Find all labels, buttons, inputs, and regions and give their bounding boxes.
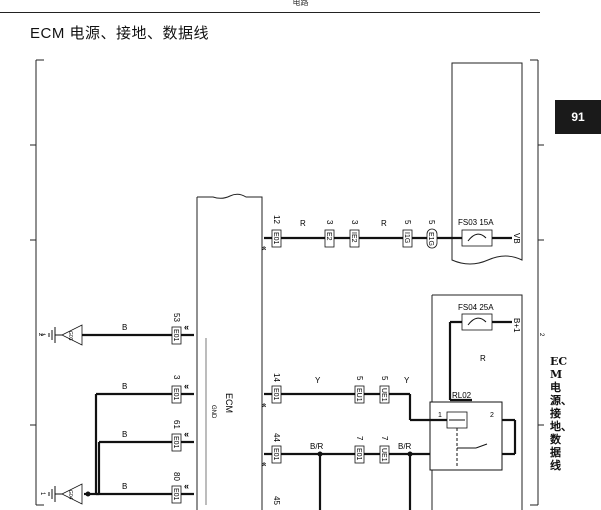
edge-tick-label: 2: [37, 333, 43, 337]
connector-label: E01: [272, 388, 279, 401]
ground-row-80: « E01 80 B: [96, 472, 194, 504]
wire-label: R: [480, 354, 486, 363]
edge-tick-label: 1: [39, 492, 45, 496]
connector-label: UE1: [380, 448, 387, 462]
wire-label: B: [122, 482, 127, 491]
pin-label: 5: [427, 220, 436, 225]
pin-label: 45: [272, 496, 281, 505]
central-box: [451, 62, 523, 265]
wire-label: B: [122, 323, 127, 332]
connector-label: E2: [325, 232, 332, 241]
frame-left: [35, 59, 44, 506]
fuse-fs04-symbol: [461, 313, 493, 331]
pin-label: 44: [272, 433, 281, 442]
ecm-box-right: [197, 193, 263, 510]
pin-label: 3: [325, 220, 334, 225]
ground-row-3: « E01 3 B: [96, 375, 194, 404]
pin-label: 5: [380, 376, 389, 381]
wire-label: B/R: [310, 442, 324, 451]
pin-label: 3: [350, 220, 359, 225]
header-rule: [0, 12, 540, 13]
ground-g04-symbol: G04 1: [39, 483, 83, 505]
frame-right: [530, 59, 539, 506]
connector-label: E01: [172, 329, 179, 342]
relay-label: RL02: [452, 391, 472, 400]
connector-label: E01: [272, 448, 279, 461]
wire-label: R: [300, 219, 306, 228]
wire-label: R: [381, 219, 387, 228]
page-header: 电路: [0, 0, 601, 14]
edge-tick-label: 2: [538, 333, 544, 337]
connector-label: E01: [172, 388, 179, 401]
pin-label: 1: [438, 412, 442, 419]
pin-label: 5: [355, 376, 364, 381]
ecm-label: ECM: [224, 393, 234, 413]
side-chapter-label: ECM电源、接地、数据线: [550, 355, 572, 472]
fuse-fs03-symbol: [461, 229, 493, 247]
ground-label: G04: [67, 490, 73, 500]
arrow-glyph: «: [260, 246, 269, 251]
ground-label: G03: [67, 331, 73, 341]
arrow-glyph: «: [260, 462, 269, 467]
connector-label: I1G: [403, 232, 410, 243]
arrow-glyph: «: [184, 322, 189, 332]
pin-label: 7: [355, 436, 364, 441]
pin-label: 5: [403, 220, 412, 225]
wire-label: B: [122, 382, 127, 391]
wire-label: Y: [315, 376, 321, 385]
pin-label: 80: [172, 472, 181, 481]
page-number-tab: 91: [555, 100, 601, 134]
arrow-glyph: «: [184, 381, 189, 391]
pin-label: 53: [172, 313, 181, 322]
arrow-glyph: «: [184, 429, 189, 439]
pin-label: 61: [172, 420, 181, 429]
connector-label: IE2: [350, 232, 357, 243]
fuse-label: FS04 25A: [458, 303, 494, 312]
fuse-label: FS03 15A: [458, 218, 494, 227]
pin-label: 3: [172, 375, 181, 380]
connector-label: E01: [172, 436, 179, 449]
pin-label: 7: [380, 436, 389, 441]
pin-label: 14: [272, 373, 281, 382]
wire-label: B/R: [398, 442, 412, 451]
pin-label: 12: [272, 215, 281, 224]
connector-label: UE1: [380, 388, 387, 402]
pin-label: 2: [490, 412, 494, 419]
connector-label: E01: [355, 448, 362, 461]
connector-label: E01: [272, 232, 279, 245]
gnd-label: GND: [210, 405, 216, 419]
wire-label: B: [122, 430, 127, 439]
header-text: 电路: [292, 0, 309, 7]
page-title: ECM 电源、接地、数据线: [30, 25, 210, 42]
arrow-glyph: «: [260, 403, 269, 408]
supply-label: VB: [512, 233, 521, 244]
arrow-glyph: «: [184, 481, 189, 491]
edge-tick-label: 1: [39, 333, 45, 337]
wire-label: Y: [404, 376, 410, 385]
connector-label: E01: [172, 488, 179, 501]
connector-label: EU1: [355, 388, 362, 402]
connector-label: E1G: [427, 232, 434, 246]
supply-label: B+1: [512, 318, 521, 333]
ground-g03-symbol: G03 1: [39, 324, 83, 346]
ground-row-53: « E01 53 B: [80, 313, 194, 345]
ground-row-61: « E01 61 B: [99, 420, 194, 452]
